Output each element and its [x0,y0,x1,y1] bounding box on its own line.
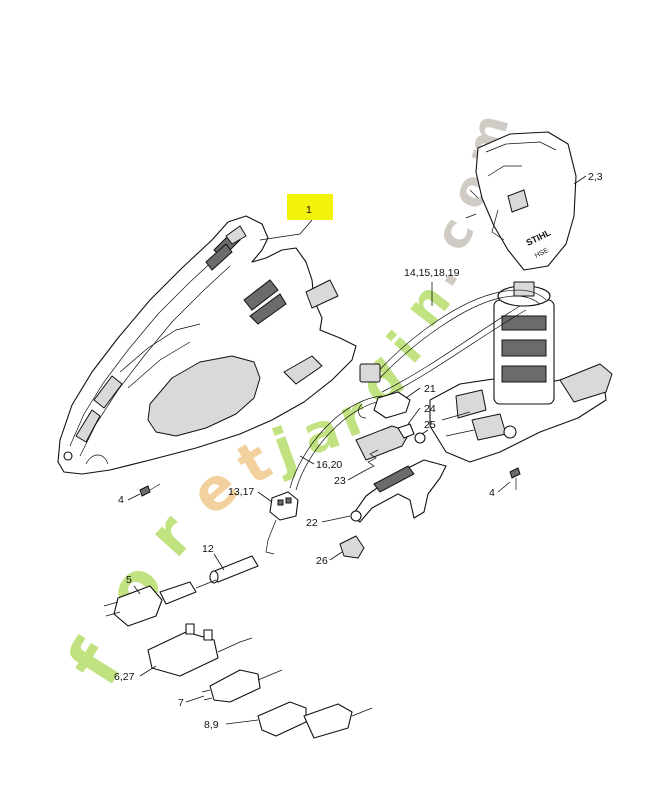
part-1-highlight [287,194,333,220]
label-part-16-20: 16,20 [316,459,342,471]
label-part-1: 1 [306,204,312,216]
label-part-25: 25 [424,419,436,431]
watermark-c: c [423,208,486,259]
label-part-5: 5 [126,574,132,586]
watermark-f: f [51,627,139,699]
label-part-2-3: 2,3 [588,171,603,183]
label-part-23: 23 [334,475,346,487]
label-part-4-left: 4 [118,494,124,506]
lever-part-24 [355,423,415,461]
screw-part-4-right [509,467,521,490]
motor-assembly [429,281,613,463]
plug-part-8-9 [257,701,373,739]
label-part-22: 22 [306,517,318,529]
spring-part-23 [365,449,379,471]
switch-part-21 [358,391,411,419]
label-part-14-15-18-19: 14,15,18,19 [404,267,460,279]
terminal-part-13-17 [265,491,299,555]
label-part-6-27: 6,27 [114,671,135,683]
label-part-13-17: 13,17 [228,486,254,498]
plug-part-5 [103,579,217,627]
label-part-26: 26 [316,555,328,567]
label-part-7: 7 [178,697,184,709]
trigger-part-22 [350,459,447,523]
plug-part-6-27 [147,623,253,677]
label-part-21: 21 [424,383,436,395]
hood-part-2-3 [465,131,577,271]
plug-part-7 [201,669,283,703]
label-part-4-right: 4 [489,487,495,499]
label-part-12: 12 [202,543,214,555]
label-part-24: 24 [424,403,436,415]
knob-part-26 [339,535,365,559]
watermark-r: r [135,501,207,570]
label-part-8-9: 8,9 [204,719,219,731]
wiring-part-16-20 [289,395,387,491]
wiring-part-14-15-18-19 [359,289,547,397]
housing-part-1 [57,215,357,475]
callouts: 1 2,3 14,15,18,19 21 24 25 23 16,20 13,1… [114,171,603,731]
sleeve-part-12 [209,555,259,584]
screw-part-4-left [139,483,161,497]
ring-part-25 [414,432,426,444]
